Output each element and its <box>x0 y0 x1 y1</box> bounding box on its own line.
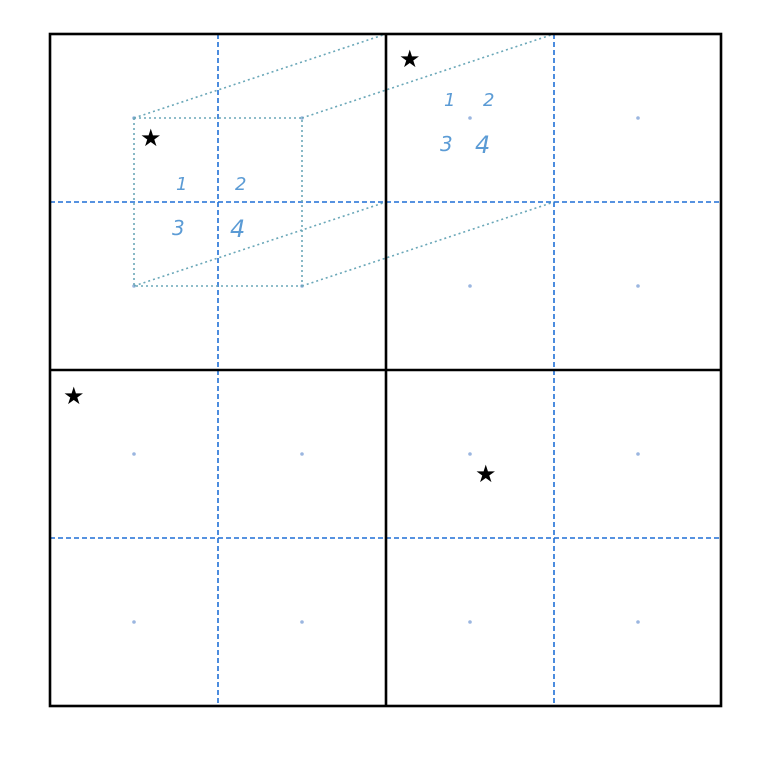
grid-dot <box>636 284 640 288</box>
quadrant-frame <box>48 32 723 708</box>
label-left-1: 1 <box>176 174 187 195</box>
label-left-2: 2 <box>235 174 246 195</box>
grid-dot <box>636 452 640 456</box>
star-bottom-right: ★ <box>475 460 497 488</box>
projection-edge-bottom-right <box>301 201 555 287</box>
label-left-4: 4 <box>230 215 245 243</box>
label-right-1: 1 <box>444 90 455 111</box>
projection-box <box>133 33 555 287</box>
grid-dot <box>132 620 136 624</box>
grid-dot <box>468 620 472 624</box>
grid-dot <box>300 620 304 624</box>
cell-labels-left: 1 2 3 4 <box>172 174 246 243</box>
grid-dot <box>300 452 304 456</box>
projection-edge-bottom-left <box>133 201 387 287</box>
grid-dot <box>636 620 640 624</box>
grid-dot <box>636 116 640 120</box>
label-left-3: 3 <box>172 216 185 240</box>
star-top-left: ★ <box>140 124 162 152</box>
star-bottom-left: ★ <box>63 382 85 410</box>
stars: ★ ★ ★ ★ <box>63 45 497 488</box>
label-right-4: 4 <box>475 131 490 159</box>
grid-dot <box>468 116 472 120</box>
projection-edge-top-left <box>133 33 387 119</box>
projection-edge-top-right <box>301 33 555 119</box>
grid-dot <box>132 452 136 456</box>
projection-rect <box>133 117 303 287</box>
grid-dots <box>132 116 640 624</box>
label-right-3: 3 <box>440 132 453 156</box>
label-right-2: 2 <box>483 90 494 111</box>
grid-dot <box>468 452 472 456</box>
star-top-right: ★ <box>399 45 421 73</box>
grid-dot <box>468 284 472 288</box>
cell-labels-right: 1 2 3 4 <box>440 90 494 159</box>
